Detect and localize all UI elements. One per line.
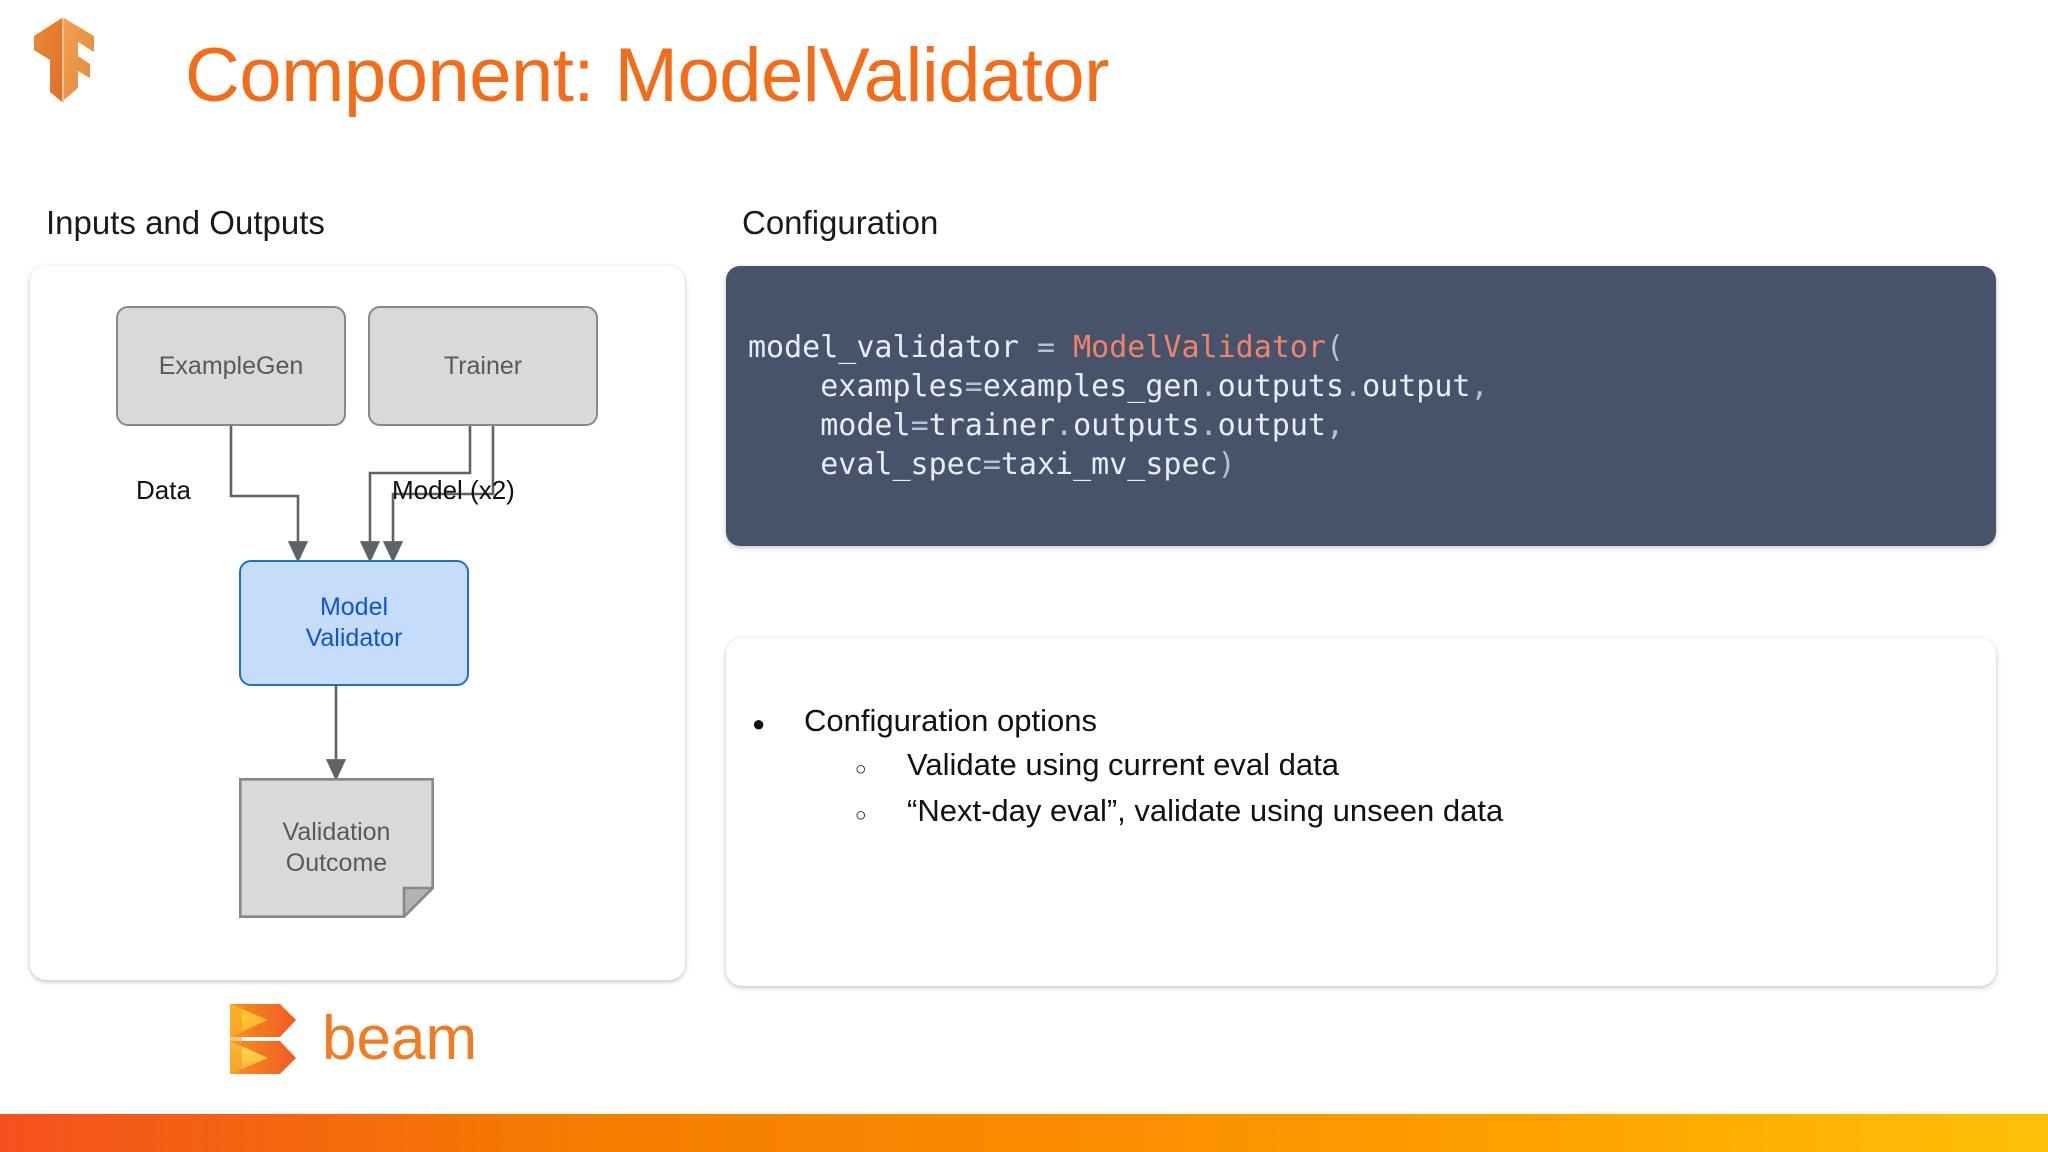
code-token: . [1199, 408, 1218, 443]
code-token: examples_gen [982, 369, 1200, 404]
code-token: output [1217, 408, 1326, 443]
diagram-node-examplegen[interactable]: ExampleGen [116, 306, 346, 426]
code-token: ( [1326, 330, 1345, 365]
component-flow-diagram: ExampleGen Trainer Model Validator Valid… [30, 266, 685, 980]
diagram-node-validation-outcome[interactable]: Validation Outcome [239, 778, 436, 920]
configuration-code-block: model_validator = ModelValidator( exampl… [726, 266, 1996, 546]
code-line-4: eval_spec=taxi_mv_spec) [748, 445, 1489, 484]
list-item: ○ “Next-day eval”, validate using unseen … [855, 790, 1972, 836]
code-lines-container: model_validator = ModelValidator( exampl… [748, 328, 1489, 484]
code-token: . [1055, 408, 1074, 443]
configuration-options-card [726, 638, 1996, 986]
code-token: . [1344, 369, 1363, 404]
diagram-node-model-validator[interactable]: Model Validator [239, 560, 469, 686]
edge-label-data: Data [136, 475, 191, 505]
edge-examplegen-to-validator [229, 426, 309, 563]
bullet-marker-icon: ● [752, 711, 766, 736]
code-token: outputs [1217, 369, 1345, 404]
beam-wordmark: beam [322, 1004, 478, 1073]
edge-label-model: Model (x2) [392, 475, 515, 505]
code-line-3: model=trainer.outputs.output, [748, 406, 1489, 445]
configuration-options-list: ● Configuration options ○ Validate using cu… [752, 700, 1972, 836]
bullet-marker-icon: ○ [855, 805, 867, 826]
code-token: model_validator [748, 330, 1019, 365]
list-item-label: Configuration options [804, 703, 1097, 738]
code-token: , [1470, 369, 1489, 404]
model-validator-label-line1: Model [319, 593, 389, 621]
beam-logo-mark [230, 1004, 296, 1074]
list-item-label: “Next-day eval”, validate using unseen d… [907, 793, 1504, 828]
code-token: eval_spec [748, 447, 983, 482]
code-token: = [910, 408, 929, 443]
code-token: , [1326, 408, 1345, 443]
code-token: = [1037, 330, 1056, 365]
code-token: examples [748, 369, 965, 404]
model-validator-label-line2: Validator [305, 624, 403, 652]
code-token: trainer [928, 408, 1056, 443]
code-token [1019, 330, 1037, 365]
code-token: model [748, 408, 911, 443]
code-line-2: examples=examples_gen.outputs.output, [748, 367, 1489, 406]
diagram-node-trainer[interactable]: Trainer [368, 306, 598, 426]
code-token: output [1362, 369, 1471, 404]
diagram-node-examplegen-label: ExampleGen [158, 351, 304, 380]
list-item-label: Validate using current eval data [907, 747, 1339, 782]
code-token: = [964, 369, 983, 404]
code-token: outputs [1073, 408, 1200, 443]
diagram-node-trainer-label: Trainer [443, 351, 523, 380]
section-heading-configuration: Configuration [742, 204, 939, 241]
bullet-marker-icon: ○ [855, 759, 867, 780]
code-token: ModelValidator [1073, 330, 1326, 365]
code-token: ) [1217, 447, 1236, 482]
code-token: = [982, 447, 1001, 482]
validation-outcome-label: Validation Outcome [239, 778, 434, 918]
code-line-1: model_validator = ModelValidator( [748, 328, 1489, 367]
document-shape-icon [239, 778, 436, 920]
code-token: . [1199, 369, 1218, 404]
tensorflow-extended-logo [26, 14, 102, 106]
page-title: Component: ModelValidator [185, 33, 1109, 118]
diagram-node-model-validator-label: Model Validator [306, 592, 403, 654]
list-item: ● Configuration options [752, 700, 1972, 744]
apache-beam-logo [222, 1000, 492, 1078]
list-item: ○ Validate using current eval data [855, 744, 1972, 790]
validation-outcome-label-line2: Outcome [285, 849, 388, 877]
footer-gradient-bar [0, 1114, 2048, 1152]
tfx-logo-svg [34, 18, 94, 102]
section-heading-inputs-outputs: Inputs and Outputs [46, 204, 325, 241]
code-token [1055, 330, 1073, 365]
validation-outcome-label-line1: Validation [282, 818, 391, 846]
code-token: taxi_mv_spec [1000, 447, 1218, 482]
